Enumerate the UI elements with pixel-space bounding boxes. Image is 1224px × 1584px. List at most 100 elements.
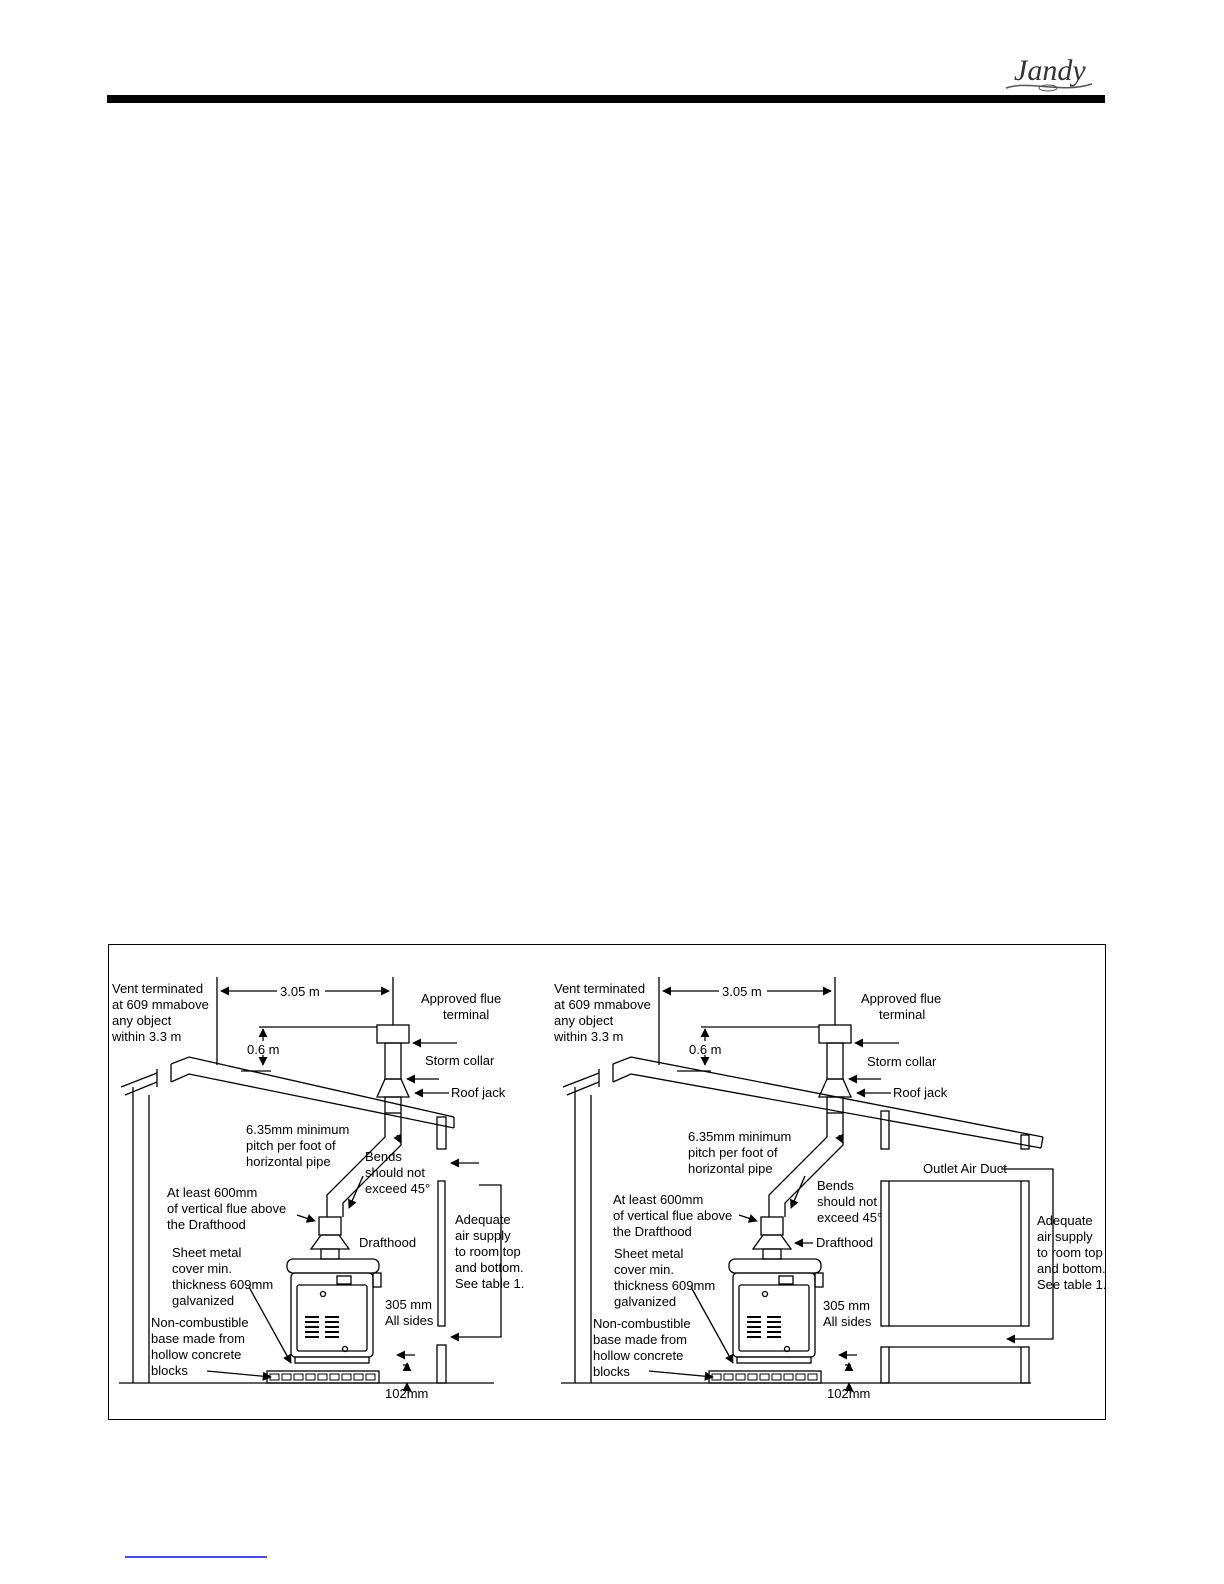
svg-text:within 3.3 m: within 3.3 m (111, 1029, 181, 1044)
right-storm-collar: Storm collar (867, 1054, 937, 1069)
svg-text:3.05 m: 3.05 m (280, 984, 320, 999)
right-base-line-1: Non-combustible (593, 1316, 691, 1331)
left-panel-labels: Vent terminated at 609 mmabove any objec… (111, 981, 524, 1401)
left-air-supply-line-5: See table 1. (455, 1276, 524, 1291)
right-pitch-line-3: horizontal pipe (688, 1161, 773, 1176)
right-vent-terminated-line-4: within 3.3 m (553, 1029, 623, 1044)
right-drafthood: Drafthood (816, 1235, 873, 1250)
right-base-height: 102mm (827, 1386, 870, 1401)
right-distance-vertical: 0.6 m (689, 1042, 722, 1057)
left-pitch-line-2: pitch per foot of (246, 1138, 336, 1153)
right-vent-terminated-line-2: at 609 mmabove (554, 997, 651, 1012)
left-distance-horizontal: 3.05 m (280, 984, 320, 999)
left-base-height: 102mm (385, 1386, 428, 1401)
svg-text:and bottom.: and bottom. (455, 1260, 524, 1275)
left-vertical-flue-line-2: of vertical flue above (167, 1201, 286, 1216)
svg-text:thickness 609mm: thickness 609mm (614, 1278, 715, 1293)
left-air-supply-line-2: air supply (455, 1228, 511, 1243)
left-clearance-line-2: All sides (385, 1313, 434, 1328)
left-air-supply-line-4: and bottom. (455, 1260, 524, 1275)
svg-text:base made from: base made from (151, 1331, 245, 1346)
left-clearance-line-1: 305 mm (385, 1297, 432, 1312)
right-base-line-2: base made from (593, 1332, 687, 1347)
svg-text:blocks: blocks (151, 1363, 188, 1378)
svg-text:Roof jack: Roof jack (451, 1085, 506, 1100)
svg-text:305 mm: 305 mm (385, 1297, 432, 1312)
venting-diagram: Vent terminated at 609 mmabove any objec… (111, 977, 1106, 1401)
left-drafthood: Drafthood (359, 1235, 416, 1250)
right-flue-terminal-line-2: terminal (879, 1007, 925, 1022)
header-rule (107, 95, 1105, 103)
svg-text:should not: should not (817, 1194, 877, 1209)
left-bends-line-3: exceed 45° (365, 1181, 430, 1196)
left-sheet-metal-line-2: cover min. (172, 1261, 232, 1276)
svg-text:Outlet Air Duct: Outlet Air Duct (923, 1161, 1007, 1176)
svg-text:0.6 m: 0.6 m (689, 1042, 722, 1057)
right-roof-jack: Roof jack (893, 1085, 948, 1100)
svg-text:Adequate: Adequate (455, 1212, 511, 1227)
svg-text:blocks: blocks (593, 1364, 630, 1379)
svg-text:terminal: terminal (443, 1007, 489, 1022)
svg-text:305 mm: 305 mm (823, 1298, 870, 1313)
right-clearance-line-2: All sides (823, 1314, 872, 1329)
logo-text: Jandy (1014, 54, 1086, 87)
right-air-supply-line-2: air supply (1037, 1229, 1093, 1244)
svg-text:to room top: to room top (1037, 1245, 1103, 1260)
left-base-line-1: Non-combustible (151, 1315, 249, 1330)
svg-text:Sheet metal: Sheet metal (172, 1245, 241, 1260)
left-sheet-metal-line-3: thickness 609mm (172, 1277, 273, 1292)
svg-text:3.05 m: 3.05 m (722, 984, 762, 999)
svg-text:Non-combustible: Non-combustible (593, 1316, 691, 1331)
svg-text:All sides: All sides (823, 1314, 872, 1329)
left-bends-line-2: should not (365, 1165, 425, 1180)
left-air-supply-line-1: Adequate (455, 1212, 511, 1227)
right-vertical-flue-line-2: of vertical flue above (613, 1208, 732, 1223)
right-bends-line-2: should not (817, 1194, 877, 1209)
svg-text:Roof jack: Roof jack (893, 1085, 948, 1100)
svg-text:hollow concrete: hollow concrete (151, 1347, 241, 1362)
left-base-line-2: base made from (151, 1331, 245, 1346)
svg-text:At least 600mm: At least 600mm (613, 1192, 703, 1207)
svg-text:horizontal pipe: horizontal pipe (246, 1154, 331, 1169)
svg-text:horizontal pipe: horizontal pipe (688, 1161, 773, 1176)
svg-text:within 3.3 m: within 3.3 m (553, 1029, 623, 1044)
svg-text:thickness 609mm: thickness 609mm (172, 1277, 273, 1292)
right-base-line-3: hollow concrete (593, 1348, 683, 1363)
svg-text:Adequate: Adequate (1037, 1213, 1093, 1228)
svg-text:0.6 m: 0.6 m (247, 1042, 280, 1057)
svg-text:Bends: Bends (817, 1178, 854, 1193)
svg-text:cover min.: cover min. (172, 1261, 232, 1276)
svg-text:any object: any object (112, 1013, 172, 1028)
footer-link-underline[interactable] (125, 1556, 267, 1558)
svg-text:pitch per foot of: pitch per foot of (246, 1138, 336, 1153)
svg-text:Approved flue: Approved flue (861, 991, 941, 1006)
svg-text:any object: any object (554, 1013, 614, 1028)
svg-text:base made from: base made from (593, 1332, 687, 1347)
left-storm-collar: Storm collar (425, 1053, 495, 1068)
svg-text:the Drafthood: the Drafthood (613, 1224, 692, 1239)
left-flue-terminal-line-1: Approved flue (421, 991, 501, 1006)
svg-text:galvanized: galvanized (172, 1293, 234, 1308)
svg-text:See table 1.: See table 1. (1037, 1277, 1106, 1292)
svg-text:exceed 45°: exceed 45° (817, 1210, 882, 1225)
svg-text:Vent terminated: Vent terminated (554, 981, 645, 996)
left-air-supply-line-3: to room top (455, 1244, 521, 1259)
svg-text:102mm: 102mm (827, 1386, 870, 1401)
left-panel (119, 977, 502, 1392)
right-panel (561, 977, 1054, 1392)
svg-text:of vertical flue above: of vertical flue above (613, 1208, 732, 1223)
svg-text:pitch per foot of: pitch per foot of (688, 1145, 778, 1160)
right-sheet-metal-line-2: cover min. (614, 1262, 674, 1277)
svg-text:Drafthood: Drafthood (359, 1235, 416, 1250)
right-pitch-line-2: pitch per foot of (688, 1145, 778, 1160)
svg-text:at 609 mmabove: at 609 mmabove (112, 997, 209, 1012)
svg-text:Bends: Bends (365, 1149, 402, 1164)
svg-text:6.35mm minimum: 6.35mm minimum (246, 1122, 349, 1137)
right-panel-labels: Vent terminated at 609 mmabove any objec… (553, 981, 1106, 1401)
right-vertical-flue-line-3: the Drafthood (613, 1224, 692, 1239)
svg-text:Sheet metal: Sheet metal (614, 1246, 683, 1261)
right-air-supply-line-3: to room top (1037, 1245, 1103, 1260)
svg-text:and bottom.: and bottom. (1037, 1261, 1106, 1276)
svg-text:Approved flue: Approved flue (421, 991, 501, 1006)
svg-text:to room top: to room top (455, 1244, 521, 1259)
